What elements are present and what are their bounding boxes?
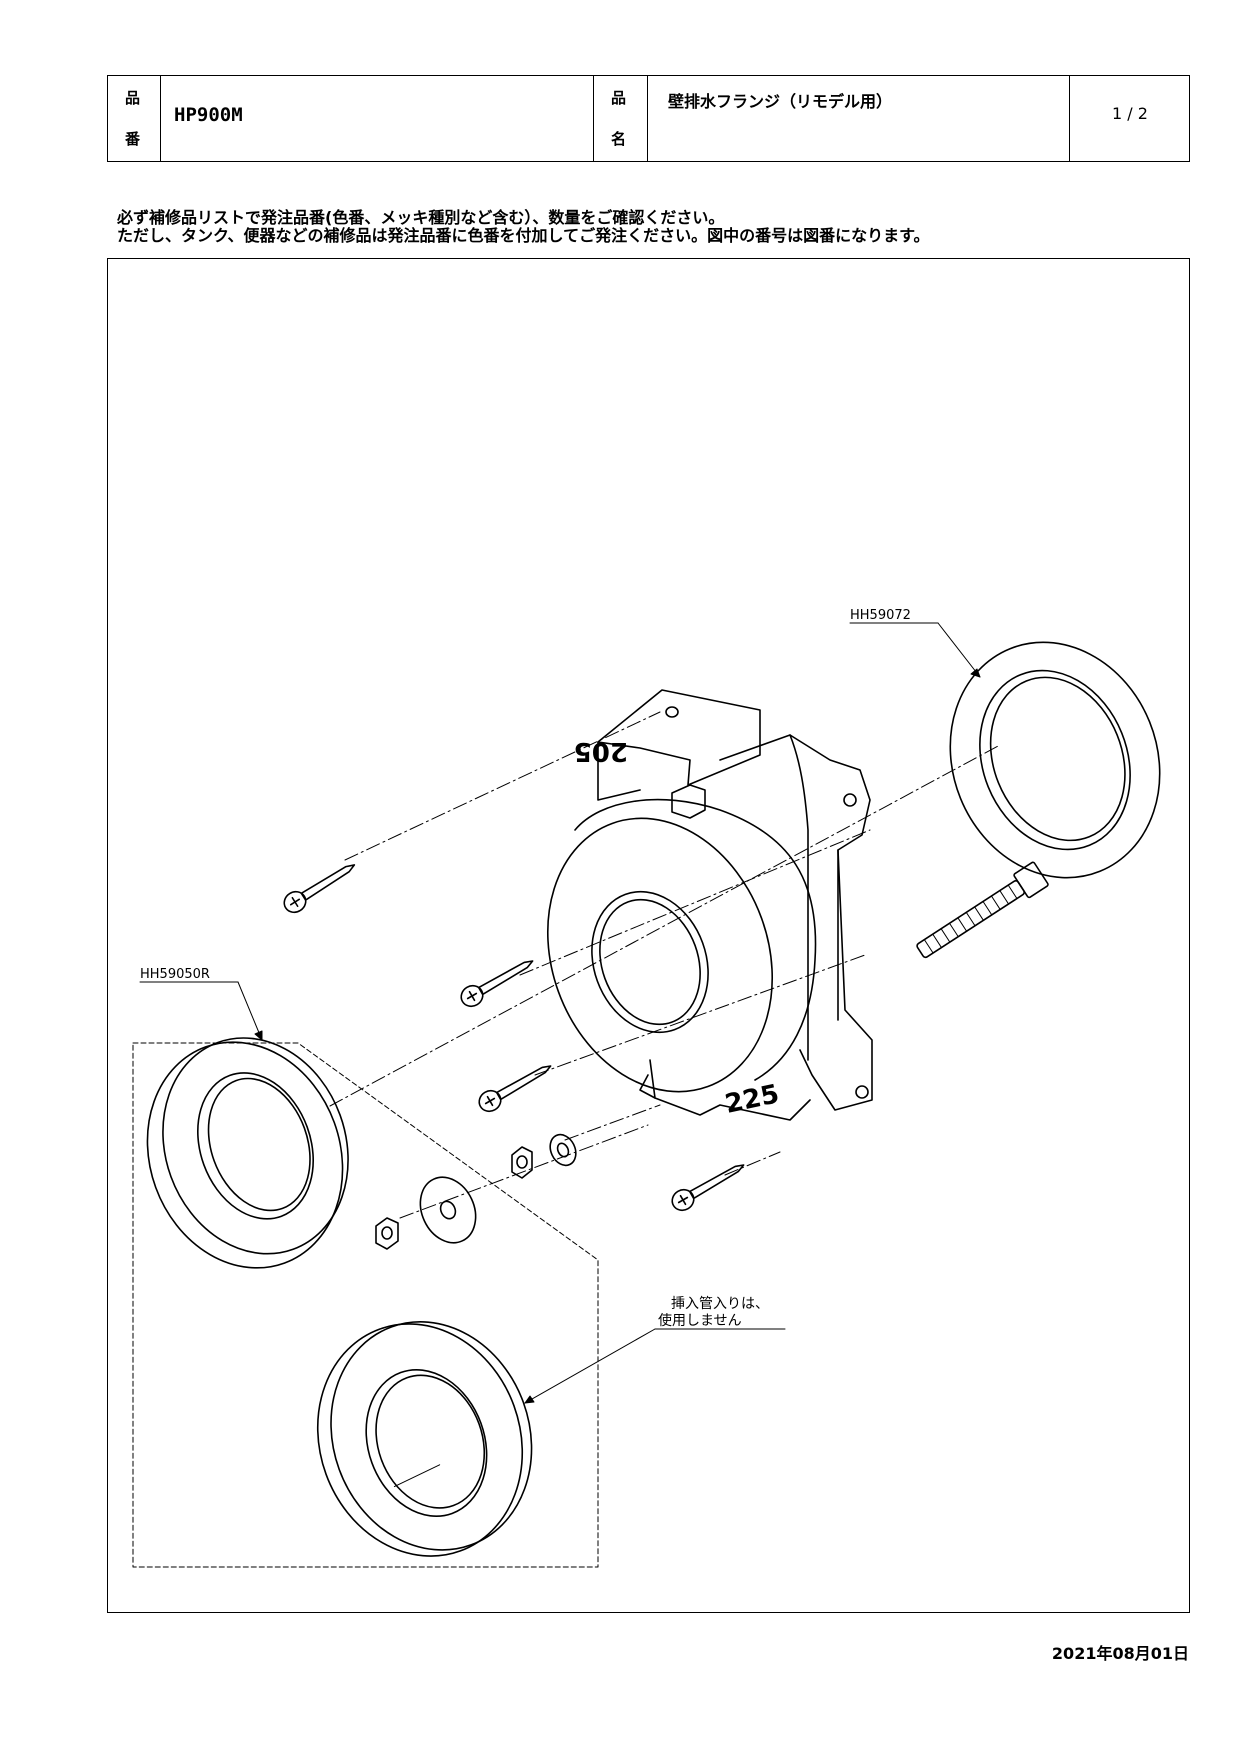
assembly-lines [329,711,1001,1219]
label-hh59072: HH59072 [850,608,911,623]
label-hh59050r: HH59050R [140,967,210,982]
part-number: HP900M [174,104,243,126]
stamp-upper: 205 [574,736,628,766]
divider [647,76,648,161]
notice-line-1: 必ず補修品リストで発注品番(色番、メッキ種別など含む）、数量をご確認ください。 [117,208,725,227]
screw-1 [283,864,356,914]
header-table: 品 番 HP900M 品 名 壁排水フランジ（リモデル用） 1 / 2 [107,75,1190,162]
washer-large [419,1176,477,1244]
note-line-1: 挿入管入りは、 [671,1296,769,1312]
note-line-2: 使用しません [658,1312,742,1329]
name-label-bottom: 名 [611,130,627,148]
ring-hh59050r [146,1037,349,1269]
divider [593,76,594,161]
partno-label-bottom: 番 [125,130,141,148]
notice-line-2: ただし、タンク、便器などの補修品は発注品番に色番を付加してご発注ください。図中の… [117,226,930,245]
drawing-frame [107,258,1190,1613]
footer-date: 2021年08月01日 [1051,1644,1189,1663]
screw-4 [671,1164,745,1212]
long-bolt [916,861,1049,959]
washer-small [549,1133,577,1167]
part-name: 壁排水フランジ（リモデル用） [668,92,893,111]
flange-body [546,689,873,1121]
nut-1 [511,1146,533,1179]
divider [1069,76,1070,161]
leader-lines [139,622,981,1404]
page-number: 1 / 2 [1112,104,1148,123]
divider [160,76,161,161]
stamp-lower: 225 [722,1079,781,1120]
nut-2 [375,1217,399,1250]
partno-label-top: 品 [125,89,141,107]
notice: 必ず補修品リストで発注品番(色番、メッキ種別など含む）、数量をご確認ください。 … [117,209,929,245]
name-label-top: 品 [611,89,627,107]
ring-with-insert-tube [316,1321,533,1557]
ring-hh59072 [949,641,1161,879]
screw-3 [478,1065,552,1113]
screw-2 [460,960,534,1008]
group-outline [132,1042,599,1568]
